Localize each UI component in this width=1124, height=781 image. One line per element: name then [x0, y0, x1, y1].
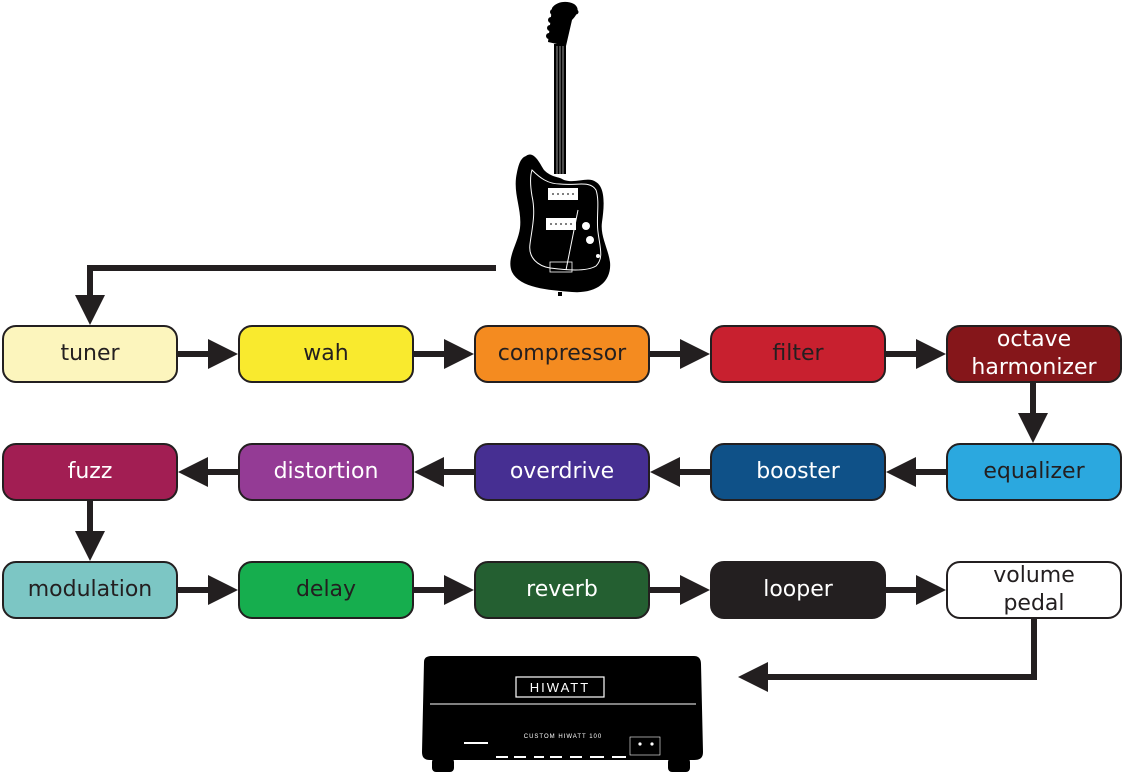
- edge-reverb-to-looper-arrowhead: [680, 575, 710, 605]
- node-label: tuner: [60, 341, 120, 366]
- edge-equalizer-to-booster-arrowhead: [886, 457, 916, 487]
- node-label: harmonizer: [971, 355, 1097, 380]
- node-compressor: compressor: [474, 325, 650, 383]
- amplifier-icon: HIWATT CUSTOM HIWATT 100: [422, 656, 703, 772]
- edge-tuner-to-wah-arrowhead: [208, 339, 238, 369]
- node-fuzz: fuzz: [2, 443, 178, 501]
- node-label: distortion: [273, 459, 379, 484]
- node-label: reverb: [526, 577, 598, 602]
- node-equalizer: equalizer: [946, 443, 1122, 501]
- guitar-icon: [510, 1, 611, 296]
- amplifier-model-label: CUSTOM HIWATT 100: [524, 734, 602, 740]
- node-tuner: tuner: [2, 325, 178, 383]
- node-label: compressor: [497, 341, 627, 366]
- edge-guitar-to-tuner-arrowhead: [75, 295, 105, 325]
- edge-volume-pedal-to-amplifier-arrowhead: [738, 662, 768, 692]
- edge-booster-to-overdrive-arrowhead: [650, 457, 680, 487]
- node-modulation: modulation: [2, 561, 178, 619]
- node-filter: filter: [710, 325, 886, 383]
- node-octave-harmonizer: octave harmonizer: [946, 325, 1122, 383]
- edge-octave-harmonizer-to-equalizer-arrowhead: [1018, 413, 1048, 443]
- edge-overdrive-to-distortion-arrowhead: [414, 457, 444, 487]
- edge-guitar-to-tuner-line: [87, 265, 496, 297]
- node-booster: booster: [710, 443, 886, 501]
- node-label: octave: [996, 327, 1072, 352]
- node-label: pedal: [1003, 591, 1065, 616]
- node-label: looper: [763, 577, 833, 602]
- edge-fuzz-to-modulation-arrowhead: [75, 531, 105, 561]
- edge-modulation-to-delay-arrowhead: [208, 575, 238, 605]
- node-label: equalizer: [983, 459, 1085, 484]
- node-label: delay: [295, 577, 357, 602]
- node-label: wah: [303, 341, 349, 366]
- node-looper: looper: [710, 561, 886, 619]
- amplifier-brand-label: HIWATT: [530, 680, 590, 695]
- edge-looper-to-volume-pedal-arrowhead: [916, 575, 946, 605]
- edge-volume-pedal-to-amplifier-line: [764, 619, 1037, 680]
- edge-distortion-to-fuzz-arrowhead: [178, 457, 208, 487]
- node-reverb: reverb: [474, 561, 650, 619]
- edges-layer: [75, 265, 1048, 692]
- edge-compressor-to-filter-arrowhead: [680, 339, 710, 369]
- edge-filter-to-octave-harmonizer-arrowhead: [916, 339, 946, 369]
- node-delay: delay: [238, 561, 414, 619]
- edge-delay-to-reverb-arrowhead: [444, 575, 474, 605]
- node-overdrive: overdrive: [474, 443, 650, 501]
- node-volume-pedal: volume pedal: [946, 561, 1122, 619]
- node-distortion: distortion: [238, 443, 414, 501]
- node-label: overdrive: [509, 459, 615, 484]
- node-wah: wah: [238, 325, 414, 383]
- node-label: booster: [756, 459, 840, 484]
- edge-wah-to-compressor-arrowhead: [444, 339, 474, 369]
- node-label: filter: [772, 341, 824, 366]
- node-label: volume: [993, 563, 1075, 588]
- node-label: modulation: [27, 577, 153, 602]
- node-label: fuzz: [67, 459, 113, 484]
